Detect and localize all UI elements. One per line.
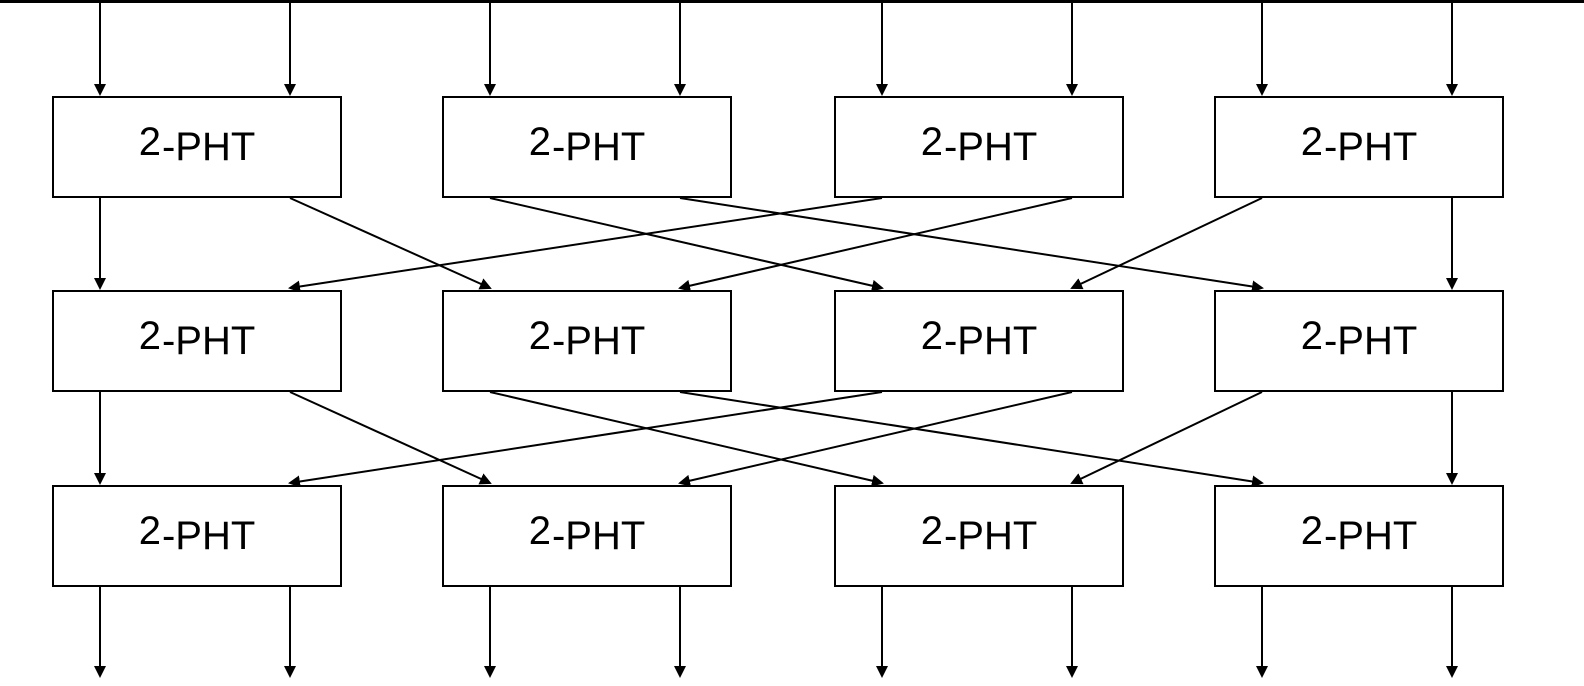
stage1-wire-2 — [489, 391, 884, 487]
stage0-wire-5 — [678, 197, 1073, 292]
pht-block-r0-c0: 2-PHT — [52, 96, 342, 198]
pht-block-label: 2-PHT — [920, 120, 1038, 169]
pht-block-r2-c1: 2-PHT — [442, 485, 732, 587]
top-border-line — [0, 0, 1584, 3]
pht-block-label: 2-PHT — [1300, 509, 1418, 558]
pht-block-r1-c0: 2-PHT — [52, 290, 342, 392]
stage1-wire-6 — [1070, 391, 1263, 485]
stage1-wire-5 — [678, 391, 1073, 487]
stage0-wire-2 — [489, 197, 884, 292]
pht-block-r0-c3: 2-PHT — [1214, 96, 1504, 198]
stage0-wire-4 — [288, 197, 883, 293]
pht-block-label: 2-PHT — [528, 314, 646, 363]
pht-block-label: 2-PHT — [138, 314, 256, 363]
pht-block-label: 2-PHT — [1300, 120, 1418, 169]
pht-block-r0-c1: 2-PHT — [442, 96, 732, 198]
stage0-wire-6 — [1070, 197, 1263, 290]
pht-block-label: 2-PHT — [138, 509, 256, 558]
pht-block-r2-c0: 2-PHT — [52, 485, 342, 587]
pht-block-label: 2-PHT — [920, 314, 1038, 363]
stage0-wire-3 — [679, 197, 1264, 293]
pht-block-label: 2-PHT — [1300, 314, 1418, 363]
pht-block-label: 2-PHT — [528, 120, 646, 169]
stage1-wire-4 — [288, 391, 883, 488]
pht-block-r1-c2: 2-PHT — [834, 290, 1124, 392]
pht-block-r1-c3: 2-PHT — [1214, 290, 1504, 392]
pht-block-label: 2-PHT — [920, 509, 1038, 558]
pht-block-label: 2-PHT — [138, 120, 256, 169]
stage0-wire-1 — [289, 197, 492, 290]
stage1-wire-3 — [679, 391, 1264, 488]
pht-block-r2-c3: 2-PHT — [1214, 485, 1504, 587]
pht-block-r2-c2: 2-PHT — [834, 485, 1124, 587]
pht-block-label: 2-PHT — [528, 509, 646, 558]
stage1-wire-1 — [289, 391, 492, 485]
pht-block-r1-c1: 2-PHT — [442, 290, 732, 392]
pht-block-r0-c2: 2-PHT — [834, 96, 1124, 198]
